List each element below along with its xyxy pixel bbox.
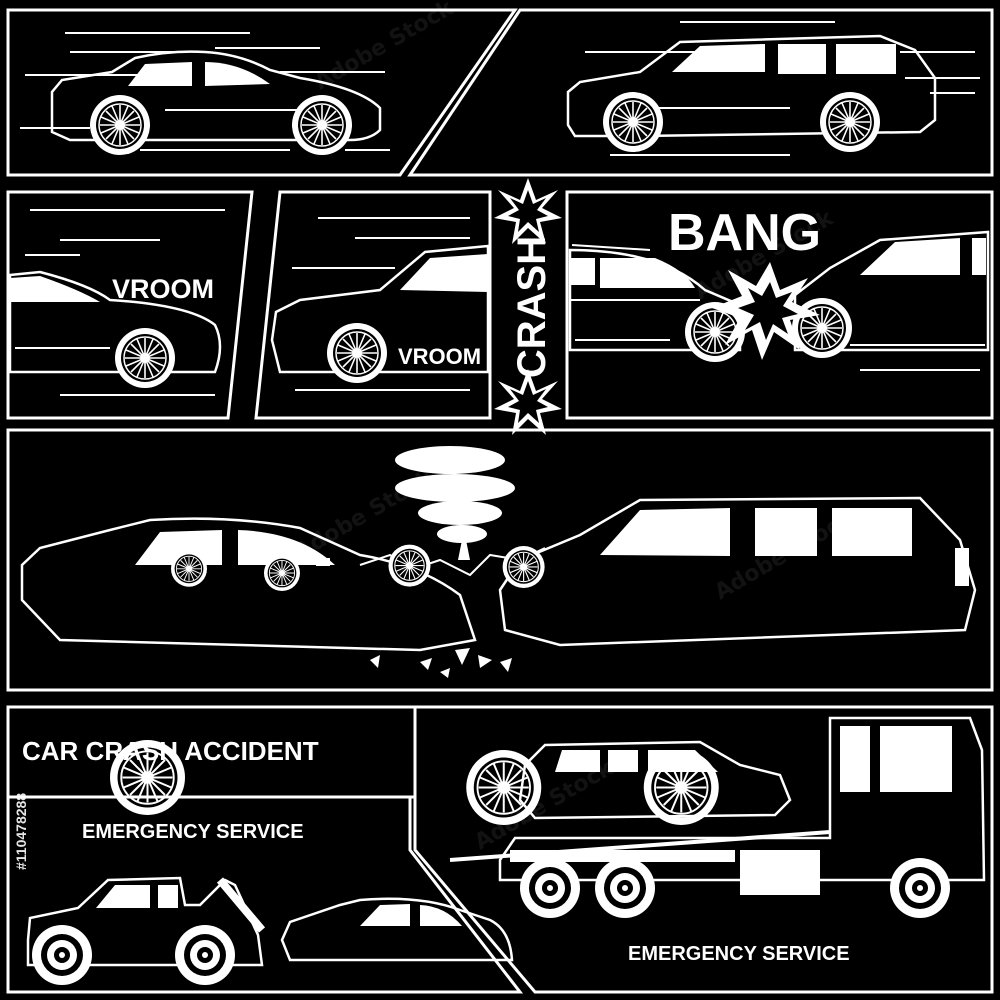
stock-id: #110478288 xyxy=(13,793,29,870)
caption-emergency-right: EMERGENCY SERVICE xyxy=(628,943,850,965)
wagon-front-car xyxy=(270,244,490,384)
panel-3-vroom: VROOM xyxy=(6,190,254,420)
wagon-rear-car xyxy=(791,230,990,359)
panel-6-collision xyxy=(6,428,994,826)
vroom-text-2: VROOM xyxy=(398,344,481,369)
crash-text: CRASH xyxy=(510,236,554,378)
caption-emergency-left: EMERGENCY SERVICE xyxy=(82,821,304,843)
panel-7-tow: CAR CRASH ACCIDENT EMERGENCY SERVICE #11… xyxy=(6,550,524,994)
wagon-car xyxy=(566,34,937,153)
panel-4-vroom: VROOM xyxy=(254,190,492,420)
caption-title: CAR CRASH ACCIDENT xyxy=(22,736,319,766)
vroom-text-1: VROOM xyxy=(112,274,214,304)
sedan-car xyxy=(50,50,382,156)
panel-2-wagon xyxy=(407,8,994,177)
tow-truck xyxy=(26,876,266,985)
panel-8-flatbed: EMERGENCY SERVICE xyxy=(387,544,994,994)
debris xyxy=(370,648,512,678)
crash-sfx: CRASH xyxy=(494,178,562,435)
bang-text: BANG xyxy=(668,204,821,262)
panel-5-bang: BANG xyxy=(565,190,994,420)
panel-1-sedan xyxy=(6,8,518,177)
smoke-cloud xyxy=(395,446,515,560)
loaded-suv xyxy=(387,544,792,820)
sedan-front-car xyxy=(8,270,222,389)
flatbed-truck xyxy=(449,716,986,918)
impact-burst xyxy=(712,262,820,360)
towed-sedan xyxy=(170,550,514,962)
crashed-wagon xyxy=(498,496,977,826)
